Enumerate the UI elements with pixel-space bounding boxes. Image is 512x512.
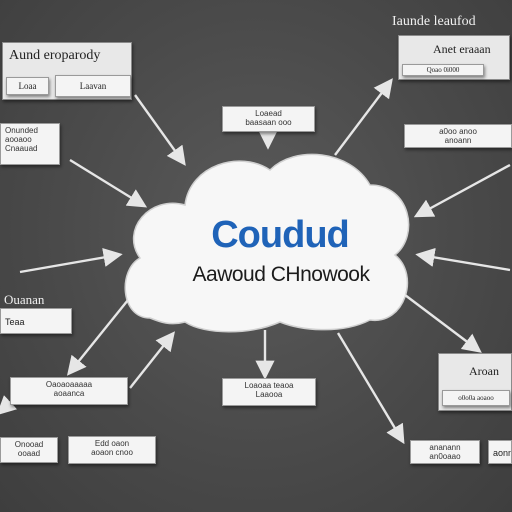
node-line: anoann — [444, 136, 472, 145]
connector-arrow — [413, 163, 511, 218]
node-top-right: Anet eraaan Qoao 0i000 — [398, 35, 510, 80]
connector-arrow — [19, 248, 123, 274]
connector-arrow — [69, 158, 148, 208]
node-bottom-far-left: Onooad ooaad — [0, 437, 58, 463]
node-line: Onunded — [5, 126, 38, 135]
node-top-left: Aund eroparody Loaa Laavan — [2, 42, 132, 100]
node-left-upper: Onunded aooaoo Cnaauad — [0, 123, 60, 165]
node-line: ooaad — [17, 449, 41, 458]
node-bottom-center: Loaoaa teaoa Laaooa — [222, 378, 316, 406]
node-left-mid: Teaa — [0, 308, 72, 334]
central-cloud — [124, 153, 410, 333]
cloud-title: Coudud — [211, 214, 350, 256]
node-right-upper: a0oo anoo anoann — [404, 124, 512, 148]
connector-arrow — [66, 299, 129, 376]
node-line: aoaon cnoo — [91, 448, 133, 457]
node-title: Aroan — [469, 364, 499, 378]
node-line: Oaoaoaaaaa — [45, 380, 93, 389]
node-line: ananann — [429, 443, 461, 452]
diagram-heading: Iaunde leaufod — [392, 14, 476, 29]
connector-arrow — [404, 294, 482, 353]
cloud-subtitle: Aawoud CHnowook — [192, 263, 370, 286]
node-line: Cnaauad — [5, 144, 38, 153]
node-label: Laavan — [55, 75, 131, 97]
node-right-lower: Aroan o0o0a aoaoo — [438, 353, 512, 411]
connector-arrow — [415, 247, 511, 272]
node-bottom-left-2: Edd oaon aoaon cnoo — [68, 436, 156, 464]
node-bottom-right-2: aonn — [488, 440, 512, 464]
node-left-mid-title: Ouanan — [4, 292, 45, 307]
node-line: a0oo anoo — [439, 127, 477, 136]
node-line: Onooad — [14, 440, 44, 449]
node-title: Aund eroparody — [9, 48, 101, 63]
connector-arrow — [334, 78, 393, 156]
node-line: Loaead — [255, 109, 282, 118]
node-line: Loaoaa teaoa — [244, 381, 294, 390]
node-top-center: Loaead baasaan ooo — [222, 106, 315, 132]
connector-arrow — [336, 332, 405, 445]
node-bottom-right: ananann an0oaao — [410, 440, 480, 464]
node-bottom-left: Oaoaoaaaaa aoaanca — [10, 377, 128, 405]
node-label: Qoao 0i000 — [402, 64, 484, 76]
node-line: Edd oaon — [94, 439, 130, 448]
node-line: baasaan ooo — [245, 118, 292, 127]
node-label: Loaa — [6, 77, 49, 95]
connector-arrow — [129, 331, 175, 389]
node-title: Anet eraaan — [433, 42, 491, 56]
node-line: aooaoo — [5, 135, 32, 144]
node-line: an0oaao — [429, 452, 461, 461]
node-label: o0o0a aoaoo — [442, 390, 510, 406]
node-line: aoaanca — [53, 389, 85, 398]
connector-arrow — [134, 94, 186, 166]
node-line: Laaooa — [255, 390, 283, 399]
